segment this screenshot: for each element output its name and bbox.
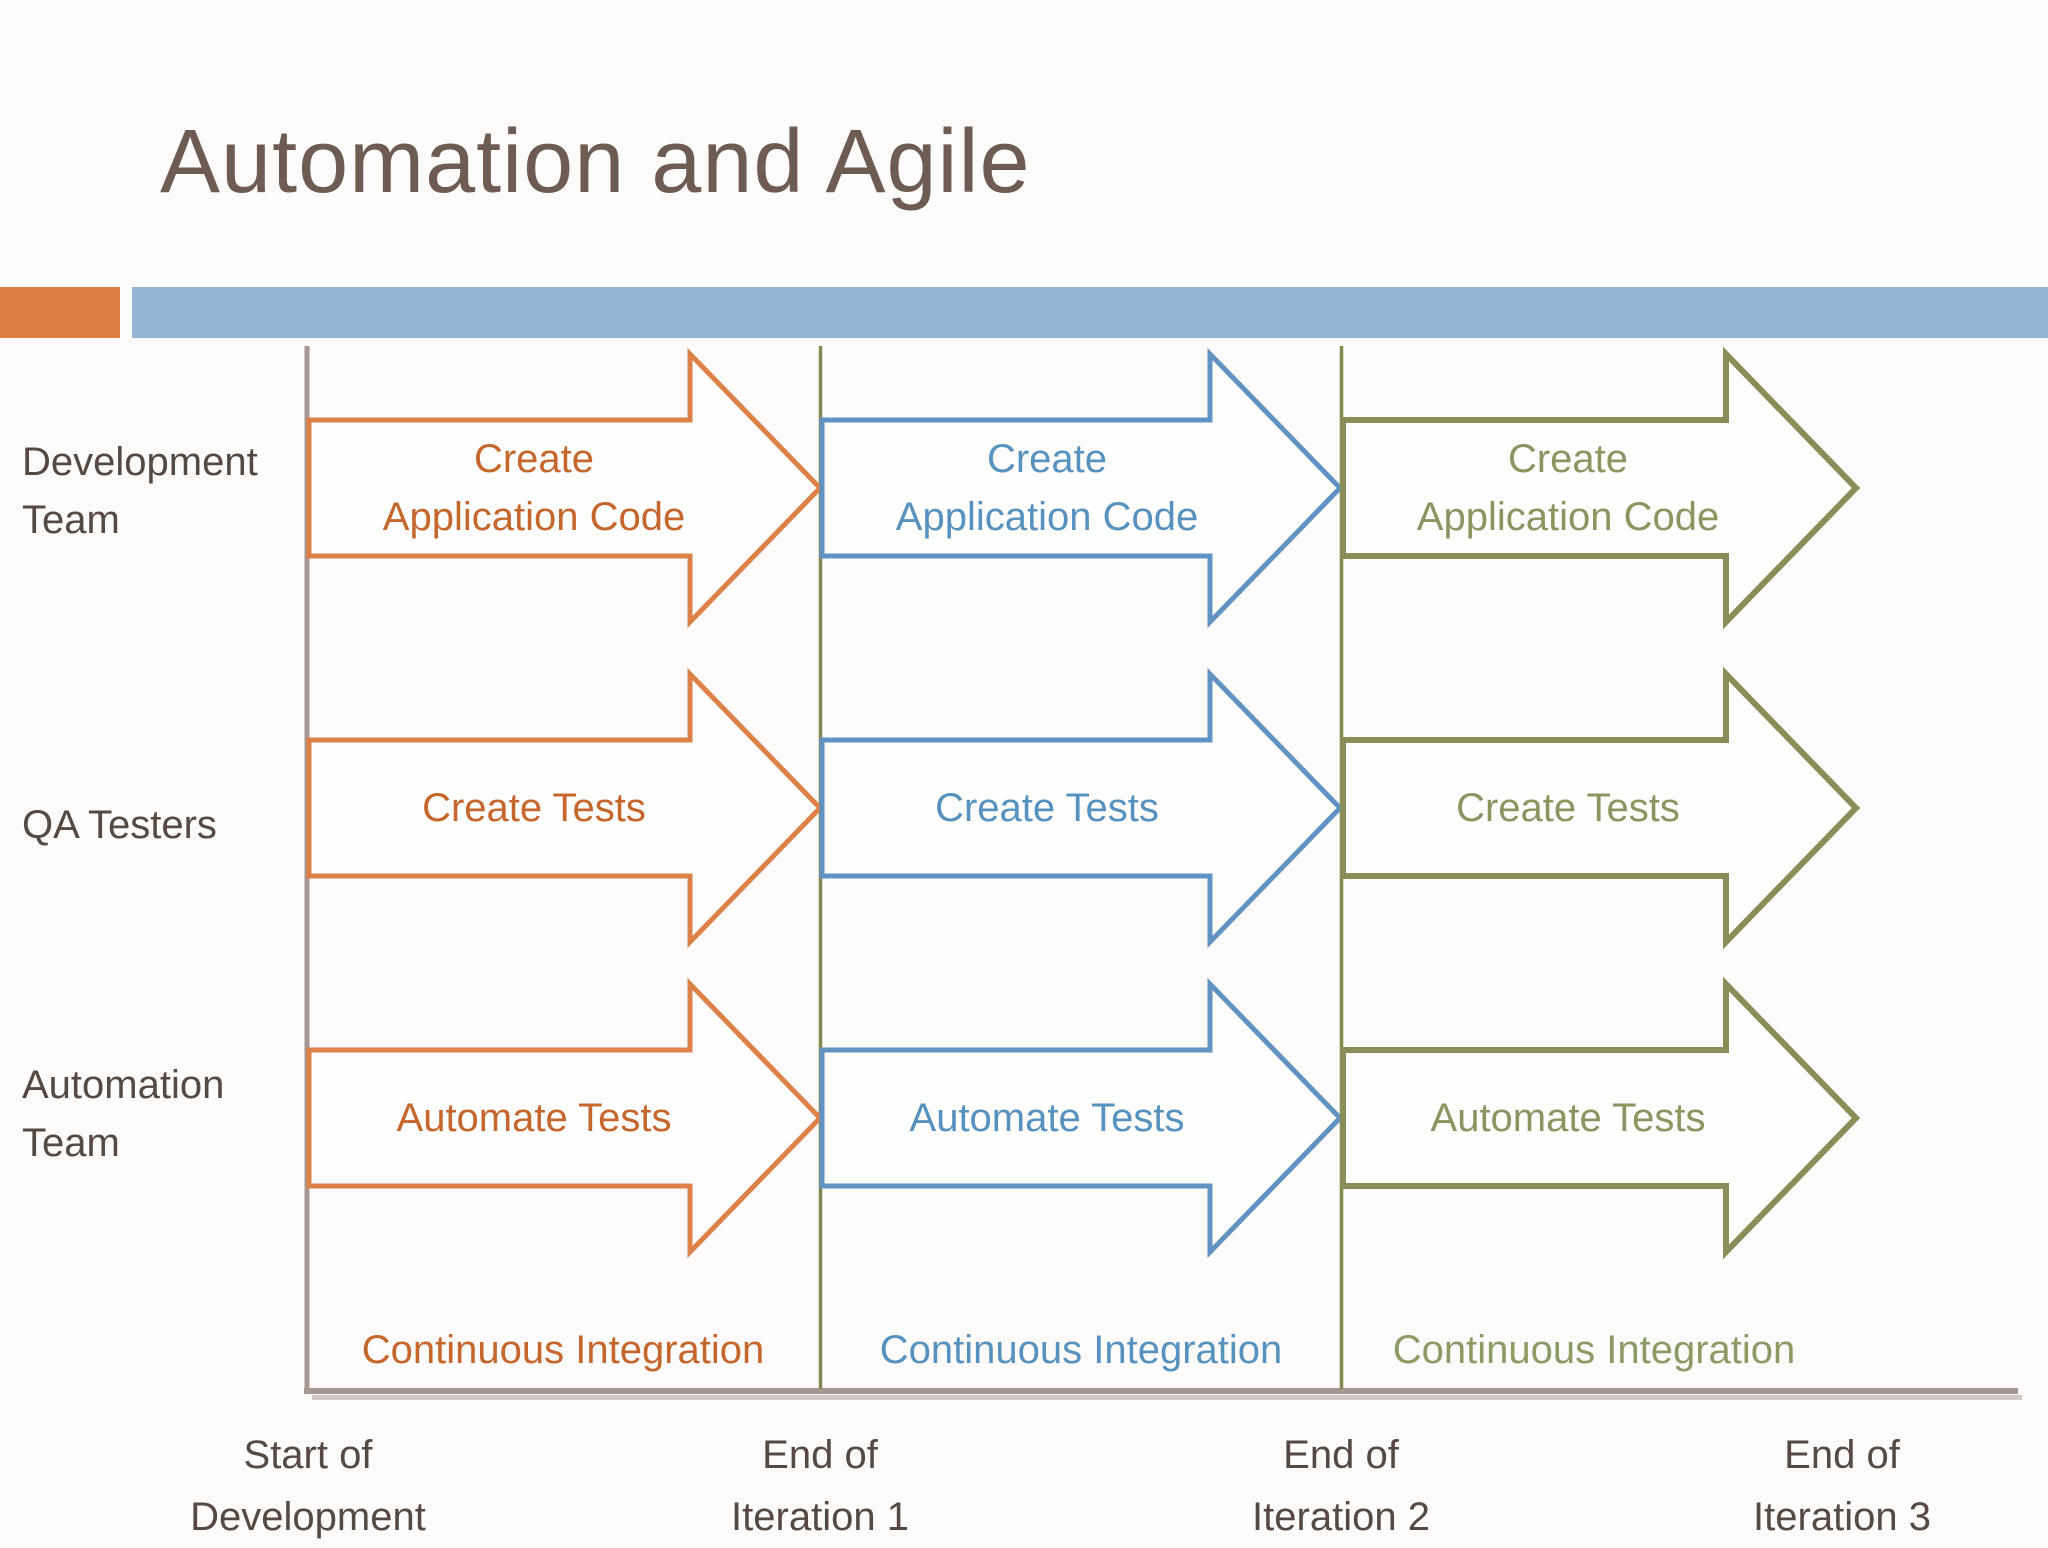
row-label-development-team: Development Team [22, 433, 292, 549]
arrow-automation-iteration-2 [819, 977, 1344, 1259]
caption-line: Application Code [895, 495, 1199, 539]
axis-label-end-of-iteration-1: End of Iteration 1 [580, 1424, 1060, 1548]
arrow-caption-dev-iteration-3: Create Application Code [1338, 430, 1798, 546]
caption-line: Application Code [1416, 495, 1720, 539]
arrow-caption-automation-iteration-2: Automate Tests [909, 1096, 1185, 1140]
slide-title: Automation and Agile [160, 112, 1031, 212]
axis-label-end-of-iteration-2: End of Iteration 2 [1101, 1424, 1581, 1548]
caption-line: Create [1507, 437, 1629, 481]
axis-label-line: End of [1283, 1433, 1399, 1477]
axis-label-end-of-iteration-3: End of Iteration 3 [1602, 1424, 2048, 1548]
arrow-dev-iteration-2 [819, 347, 1344, 629]
axis-label-line: End of [762, 1433, 878, 1477]
continuous-integration-label-iteration-2: Continuous Integration [879, 1328, 1283, 1372]
arrow-dev-iteration-3 [1340, 346, 1861, 630]
row-label-automation-team: Automation Team [22, 1056, 292, 1172]
axis-label-start-of-development: Start of Development [68, 1424, 548, 1548]
arrow-automation-iteration-3 [1340, 976, 1861, 1260]
header-accent-orange-block [0, 287, 120, 338]
row-label-line: Team [22, 498, 120, 542]
arrow-caption-automation-iteration-1: Automate Tests [396, 1096, 672, 1140]
arrow-caption-dev-iteration-1: Create Application Code [304, 430, 764, 546]
caption-line: Create [986, 437, 1108, 481]
axis-label-line: Iteration 1 [731, 1495, 909, 1539]
header-accent-blue-bar [132, 287, 2048, 338]
arrow-caption-qa-iteration-1: Create Tests [422, 786, 646, 830]
arrow-caption-qa-iteration-2: Create Tests [935, 786, 1159, 830]
row-label-line: QA Testers [22, 803, 217, 847]
axis-label-line: Iteration 2 [1252, 1495, 1430, 1539]
axis-label-line: Development [190, 1495, 426, 1539]
continuous-integration-label-iteration-3: Continuous Integration [1392, 1328, 1796, 1372]
arrow-dev-iteration-1 [306, 347, 824, 629]
arrow-qa-iteration-2 [819, 667, 1344, 949]
row-label-line: Automation [22, 1063, 225, 1107]
arrow-automation-iteration-1 [306, 977, 824, 1259]
continuous-integration-label-iteration-1: Continuous Integration [361, 1328, 765, 1372]
row-label-line: Development [22, 440, 258, 484]
arrow-caption-dev-iteration-2: Create Application Code [817, 430, 1277, 546]
arrow-qa-iteration-3 [1340, 666, 1861, 950]
arrow-caption-qa-iteration-3: Create Tests [1456, 786, 1680, 830]
row-label-qa-testers: QA Testers [22, 796, 292, 854]
axis-label-line: End of [1784, 1433, 1900, 1477]
axis-label-line: Start of [243, 1433, 373, 1477]
arrow-qa-iteration-1 [306, 667, 824, 949]
caption-line: Create [473, 437, 595, 481]
caption-line: Application Code [382, 495, 686, 539]
arrow-caption-automation-iteration-3: Automate Tests [1430, 1096, 1706, 1140]
axis-label-line: Iteration 3 [1753, 1495, 1931, 1539]
row-label-line: Team [22, 1121, 120, 1165]
